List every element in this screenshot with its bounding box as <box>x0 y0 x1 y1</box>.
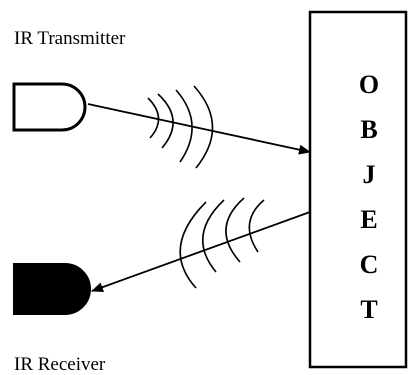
reflect-waves <box>179 197 265 289</box>
transmit-wave-4 <box>193 85 214 169</box>
receiver-icon <box>13 263 91 315</box>
reflect-wave-2 <box>225 197 245 263</box>
object-label: O B J E C T <box>359 70 379 324</box>
object-letter-t: T <box>360 295 377 324</box>
transmit-waves <box>147 85 214 169</box>
transmit-wave-3 <box>175 89 193 163</box>
object-letter-e: E <box>360 205 377 234</box>
reflect-wave-1 <box>248 199 265 253</box>
receiver-label: IR Receiver <box>14 354 106 375</box>
reflect-wave-3 <box>202 199 225 273</box>
object-letter-b: B <box>360 115 377 144</box>
reflect-wave-4 <box>179 201 207 289</box>
transmitter-icon <box>12 82 87 132</box>
object-box <box>308 10 408 369</box>
object-letter-j: J <box>363 160 376 189</box>
transmit-wave-1 <box>147 97 160 139</box>
transmitter-label: IR Transmitter <box>14 28 126 49</box>
receive-arrow <box>91 211 311 292</box>
object-letter-o: O <box>359 70 379 99</box>
transmit-arrow <box>87 103 311 155</box>
transmit-wave-2 <box>157 93 174 149</box>
object-letter-c: C <box>360 250 379 279</box>
